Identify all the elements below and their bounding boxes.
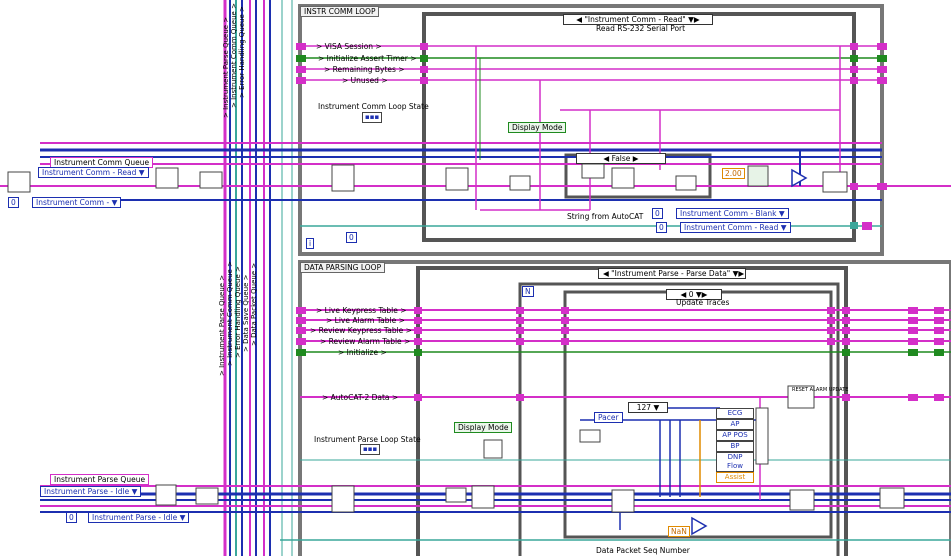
comm-loop-state-indicator: ▪▪▪ [362,112,383,123]
comm-shift-reg-3: > Remaining Bytes > [324,65,405,74]
comm-enum-read2[interactable]: Instrument Comm - Read ▼ [680,222,791,233]
vlabel-top-3: > Error Handling Queue > [238,6,246,98]
vlabel-bot-5: > Data Packet Queue > [250,262,258,346]
comm-loop-title: INSTR COMM LOOP [300,6,380,17]
left-enum-parse-idle-2-dropdown-icon[interactable]: ▼ [179,513,186,522]
vlabel-bot-2: > Instrument Comm Queue > [226,261,234,366]
vlabel-bot-1: > Instrument Parse Queue > [218,274,226,376]
parse-for-loop-n: N [522,286,534,297]
parse-queue-label: Instrument Parse Queue [50,474,150,485]
vlabel-bot-4: > Data Save Queue > [242,274,250,352]
left-enum-comm-default[interactable]: Instrument Comm - ▼ [32,197,122,208]
comm-enum-blank-value: Instrument Comm - Blank [680,209,777,218]
trace-ecg: ECG [716,408,754,419]
vertical-bus [223,0,293,556]
trace-dnp-flow: DNP Flow [716,452,754,472]
comm-loop-state-label: Instrument Comm Loop State [318,102,429,111]
parse-shift-reg-5: > Initialize > [338,348,387,357]
vlabel-top-1: > Instrument Parse Queue > [222,16,230,118]
left-enum-comm-default-dropdown-icon[interactable]: ▼ [111,198,118,207]
comm-enum-blank[interactable]: Instrument Comm - Blank ▼ [676,208,789,219]
parse-shift-reg-6: > AutoCAT-2 Data > [322,393,399,402]
parse-display-mode: Display Mode [454,422,513,433]
parse-nan-const: NaN [668,526,690,537]
parse-inner-prev-icon[interactable]: ◀ [680,290,687,299]
comm-loop-iteration: i [306,238,315,249]
parse-shift-reg-4: > Review Alarm Table > [320,337,411,346]
parse-shift-reg-2: > Live Alarm Table > [326,316,405,325]
comm-const-zero-1[interactable]: 0 [652,208,663,219]
comm-loop-const[interactable]: 0 [346,232,357,243]
parse-inner-dropdown-icon[interactable]: ▼▶ [695,290,708,299]
vlabel-bot-3: > Error Handling Queue > [234,266,242,358]
parse-seq-label: Data Packet Seq Number [596,546,690,555]
comm-const-zero-2[interactable]: 0 [656,222,667,233]
subvi-nodes [7,163,905,536]
parse-tunnels [296,307,944,401]
comm-enum-blank-dropdown-icon[interactable]: ▼ [778,209,785,218]
parse-shift-reg-1: > Live Keypress Table > [316,306,407,315]
parse-case-selector[interactable]: ◀ "Instrument Parse - Parse Data" ▼▶ [598,268,746,279]
left-enum-comm-read-value: Instrument Comm - Read [42,168,137,177]
parse-inner-selector[interactable]: ◀ 0 ▼▶ [666,289,722,300]
trace-assist: Assist [716,472,754,483]
comm-case-prev-icon[interactable]: ◀ [576,15,583,24]
parse-case-dropdown-icon[interactable]: ▼▶ [732,269,745,278]
left-enum-comm-read[interactable]: Instrument Comm - Read ▼ [38,167,149,178]
left-enum-parse-idle-dropdown-icon[interactable]: ▼ [131,487,138,496]
comm-enum-read2-dropdown-icon[interactable]: ▼ [780,223,787,232]
comm-string-from-label: String from AutoCAT [567,212,644,221]
comm-inner-case-selector[interactable]: ◀ False ▶ [576,153,666,164]
parse-loop-state-indicator: ▪▪▪ [360,444,381,455]
comm-shift-reg-2: > Initialize Assert Timer > [318,54,417,63]
comm-display-mode: Display Mode [508,122,567,133]
trace-bp: BP [716,441,754,452]
left-enum-parse-idle-value: Instrument Parse - Idle [44,487,130,496]
parse-shift-reg-3: > Review Keypress Table > [310,326,412,335]
comm-inner-prev-icon[interactable]: ◀ [603,154,610,163]
left-enum-parse-idle-2[interactable]: Instrument Parse - Idle ▼ [88,512,190,523]
left-bottom-zero[interactable]: 0 [66,512,77,523]
parse-case-value: "Instrument Parse - Parse Data" [611,269,731,278]
traces-bundle: ECG AP AP POS BP DNP Flow Assist [716,408,754,483]
comm-wires [0,45,951,227]
left-enum-comm-default-value: Instrument Comm - [36,198,110,207]
parse-ring-value: 127 [636,403,652,412]
comm-case-subtitle: Read RS-232 Serial Port [596,24,686,33]
comm-tunnels [296,43,887,230]
comm-case-dropdown-icon[interactable]: ▼▶ [688,15,700,24]
parse-inner-subtitle: Update Traces [676,298,730,307]
comm-const-200: 2.00 [722,168,745,179]
vlabel-top-2: > Instrument Comm Queue > [230,3,238,108]
comm-inner-case-value: False [611,154,631,163]
parse-pacer: Pacer [594,412,623,423]
comm-shift-reg-1: > VISA Session > [316,42,382,51]
parse-ring-127[interactable]: 127 ▼ [628,402,668,413]
left-enum-parse-idle[interactable]: Instrument Parse - Idle ▼ [40,486,142,497]
comm-inner-next-icon[interactable]: ▶ [632,154,639,163]
comm-case-value: "Instrument Comm - Read" [584,15,686,24]
left-enum-parse-idle-2-value: Instrument Parse - Idle [92,513,178,522]
left-enum-comm-read-dropdown-icon[interactable]: ▼ [138,168,145,177]
comm-case-selector[interactable]: ◀ "Instrument Comm - Read" ▼▶ [563,14,713,25]
parse-loop-state-label: Instrument Parse Loop State [314,435,421,444]
parse-ring-dropdown-icon[interactable]: ▼ [653,403,660,412]
comm-enum-read2-value: Instrument Comm - Read [684,223,779,232]
parse-inner-value: 0 [688,290,694,299]
comm-shift-reg-4: > Unused > [342,76,388,85]
trace-ap: AP [716,419,754,430]
reset-alarm-label: RESET ALARM UPDATE [792,387,849,393]
left-top-zero[interactable]: 0 [8,197,19,208]
trace-ap-pos: AP POS [716,430,754,441]
parse-case-prev-icon[interactable]: ◀ [603,269,609,278]
parse-loop-title: DATA PARSING LOOP [300,262,386,273]
